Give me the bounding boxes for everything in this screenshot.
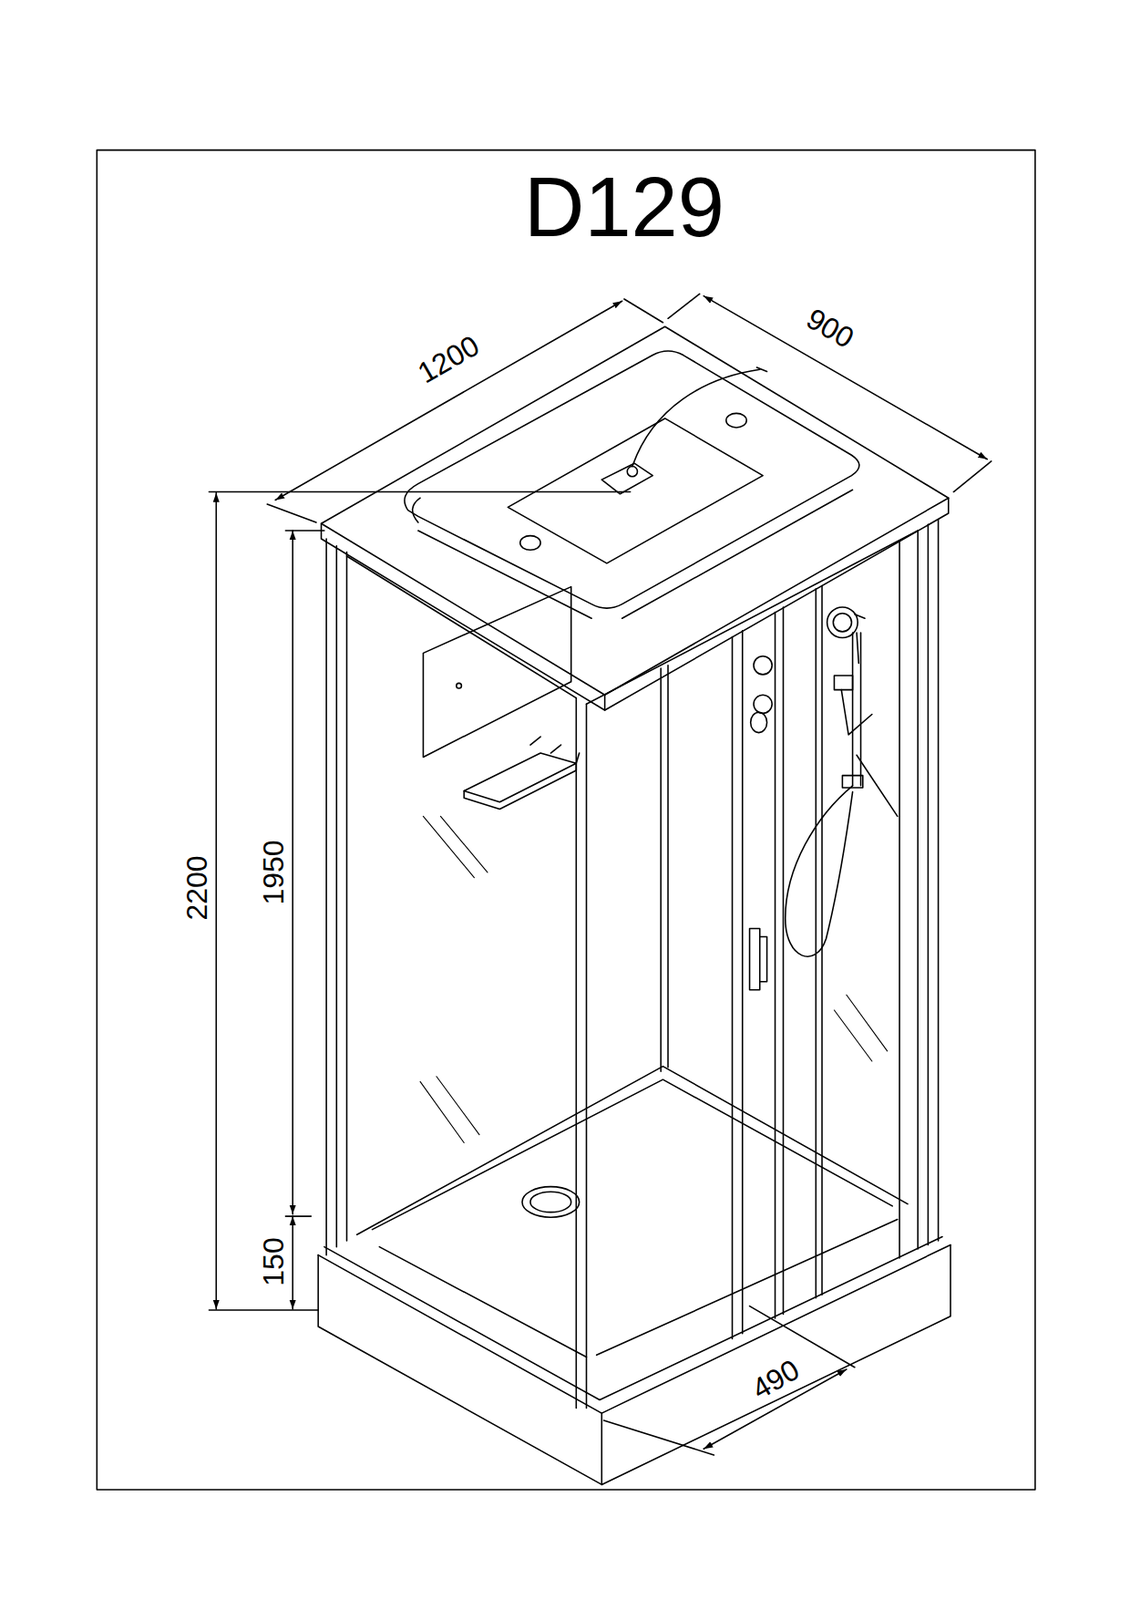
roof [321,497,949,710]
shower-set [753,656,772,675]
dimension-lines [208,293,991,1455]
base-tray [318,1243,951,1413]
dimension-lines [604,1305,855,1455]
tray-interior [530,1191,572,1212]
page-frame [96,150,1036,1490]
base-tray [318,1243,951,1484]
sliding-doors [898,540,901,1258]
back-panel [456,682,463,689]
dimension-lines [285,530,325,1216]
frame-posts [326,538,347,1255]
back-panel [422,586,579,810]
roof [726,412,747,428]
roof [404,350,860,608]
base-tray [318,1235,951,1484]
roof [507,418,763,564]
dimension-label: 1200 [413,329,485,388]
shower-set [852,632,862,786]
shower-set [750,606,898,956]
dimension-lines [703,296,987,460]
glass-reflection [420,815,888,1142]
roof [321,326,949,710]
sliding-doors [760,935,768,981]
glass-reflection [833,994,887,1061]
glass-reflection [420,1076,480,1143]
dimension-label: 1950 [258,839,288,904]
back-panel [422,586,571,758]
dimension-lines [291,530,294,1214]
dimension-label: 150 [258,1237,288,1286]
dimension-lines [208,492,630,1311]
frame-posts [575,698,586,1408]
roof [601,462,653,494]
shower-set [753,694,772,713]
shower-set [856,754,898,816]
sliding-doors [815,585,822,1297]
base-tray [324,1235,943,1399]
shower-set [832,613,852,632]
sliding-doors [749,928,761,990]
sliding-doors [732,630,743,1339]
tray-interior [357,1066,908,1235]
base-tray [601,1412,604,1484]
dimension-label: 2200 [182,854,212,920]
roof [520,535,541,551]
dimension-lines [267,298,663,523]
roof [756,367,767,371]
frame-posts [347,555,577,699]
tray-interior [371,1078,893,1230]
dimension-label: 490 [746,1354,803,1404]
sliding-doors [732,540,901,1338]
tray-interior [522,1186,580,1218]
tray-interior [379,1246,586,1357]
sliding-doors [775,606,784,1318]
dimension-lines [667,293,992,492]
dimension-lines [215,493,217,1309]
frame-posts [917,519,938,1249]
back-panel [463,762,576,809]
frame-posts [660,665,668,1071]
glass-reflection [422,815,488,877]
shower-set [750,711,768,732]
tray-interior [357,1066,908,1357]
dimension-lines [275,300,623,500]
shower-cabin-drawing [96,150,1036,1490]
roof [321,326,949,695]
shower-set [841,689,873,735]
roof [632,369,761,466]
shower-set [854,614,865,664]
dimension-label: 900 [801,303,859,353]
frame-posts [326,519,938,1408]
shower-set [833,675,853,690]
back-panel [463,752,576,802]
title: D129 [523,164,725,249]
frame-posts [586,530,919,704]
tray-interior [596,1218,898,1355]
roof [604,694,607,710]
roof [626,466,637,477]
back-panel [530,736,580,763]
dimension-lines [291,1215,294,1309]
shower-set [785,785,853,956]
